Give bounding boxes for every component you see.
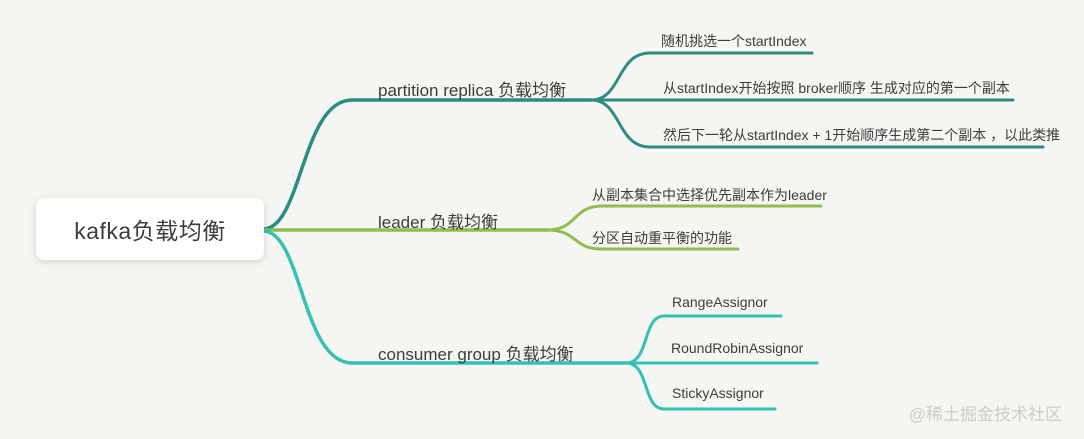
branch-label-leader[interactable]: leader 负载均衡	[378, 213, 498, 232]
branch-2-leaf-1-path	[545, 204, 823, 232]
branch-1-trunk-path	[262, 98, 593, 231]
leaf-label-preferred-replica[interactable]: 从副本集合中选择优先副本作为leader	[592, 187, 827, 203]
branch-3-leaf-3-path	[624, 361, 777, 411]
branch-3-leaf-1-path	[624, 314, 783, 365]
branch-label-partition-replica[interactable]: partition replica 负载均衡	[378, 81, 567, 100]
leaf-label-second-replica[interactable]: 然后下一轮从startIndex + 1开始顺序生成第二个副本 ，以此类推	[663, 127, 1061, 143]
leaf-label-auto-rebalance[interactable]: 分区自动重平衡的功能	[592, 230, 732, 246]
branch-1-leaf-3-path	[589, 98, 1045, 149]
root-node-kafka[interactable]: kafka负载均衡	[36, 198, 264, 260]
branch-label-consumer-group[interactable]: consumer group 负载均衡	[378, 345, 574, 364]
leaf-label-roundrobin-assignor[interactable]: RoundRobinAssignor	[671, 340, 804, 356]
leaf-label-sticky-assignor[interactable]: StickyAssignor	[672, 385, 764, 401]
watermark: @稀土掘金技术社区	[908, 405, 1062, 424]
branch-1-leaf-1-path	[589, 51, 814, 102]
leaf-label-first-replica[interactable]: 从startIndex开始按照 broker顺序 生成对应的第一个副本	[663, 80, 1010, 96]
branch-3-trunk-path	[262, 229, 628, 365]
leaf-label-random-startindex[interactable]: 随机挑选一个startIndex	[661, 33, 807, 49]
branch-2-leaf-2-path	[545, 228, 740, 251]
leaf-label-range-assignor[interactable]: RangeAssignor	[672, 294, 768, 310]
